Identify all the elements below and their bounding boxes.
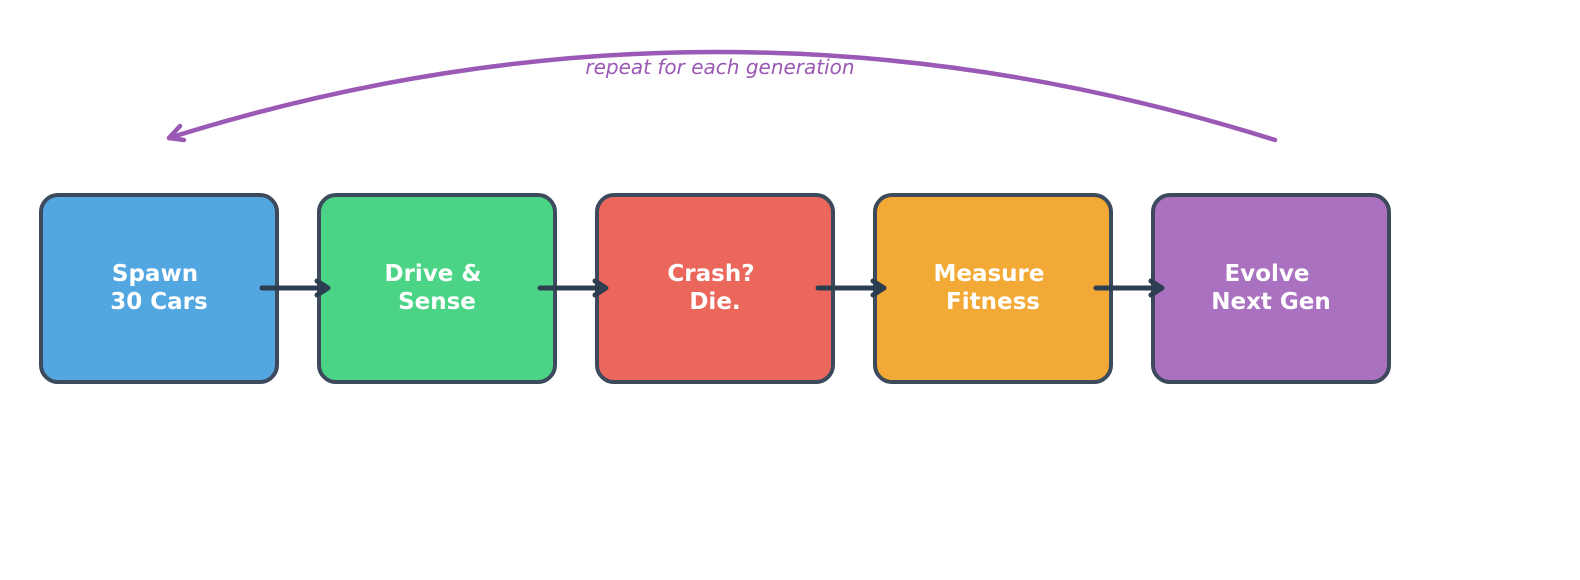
step-3-label: Crash? Die. (667, 261, 762, 315)
step-5-line-1: Evolve (1225, 261, 1310, 287)
loop-back-arrow (166, 49, 1278, 143)
step-1-line-1: Spawn (112, 261, 198, 287)
connector-arrow-4-5 (1093, 278, 1165, 298)
step-5-line-2: Next Gen (1211, 289, 1331, 315)
step-2-line-2: Sense (398, 289, 476, 315)
step-4-line-2: Fitness (946, 289, 1040, 315)
step-5-label: Evolve Next Gen (1211, 261, 1331, 315)
loop-arrowhead (166, 123, 187, 143)
step-3-line-2: Die. (689, 289, 740, 315)
loop-label: repeat for each generation (585, 55, 854, 79)
step-4-label: Measure Fitness (933, 261, 1052, 315)
step-box-1: Spawn 30 Cars (39, 193, 279, 384)
step-box-5: Evolve Next Gen (1151, 193, 1391, 384)
step-2-line-1: Drive & (385, 261, 482, 287)
step-box-4: Measure Fitness (873, 193, 1113, 384)
connector-arrow-1-2 (259, 278, 331, 298)
step-2-label: Drive & Sense (385, 261, 490, 315)
step-1-line-2: 30 Cars (110, 289, 207, 315)
connector-arrow-3-4 (815, 278, 887, 298)
step-box-3: Crash? Die. (595, 193, 835, 384)
step-box-2: Drive & Sense (317, 193, 557, 384)
step-1-label: Spawn 30 Cars (110, 261, 207, 315)
step-4-line-1: Measure (933, 261, 1044, 287)
connector-arrow-2-3 (537, 278, 609, 298)
step-3-line-1: Crash? (667, 261, 754, 287)
loop-curve (166, 49, 1278, 143)
